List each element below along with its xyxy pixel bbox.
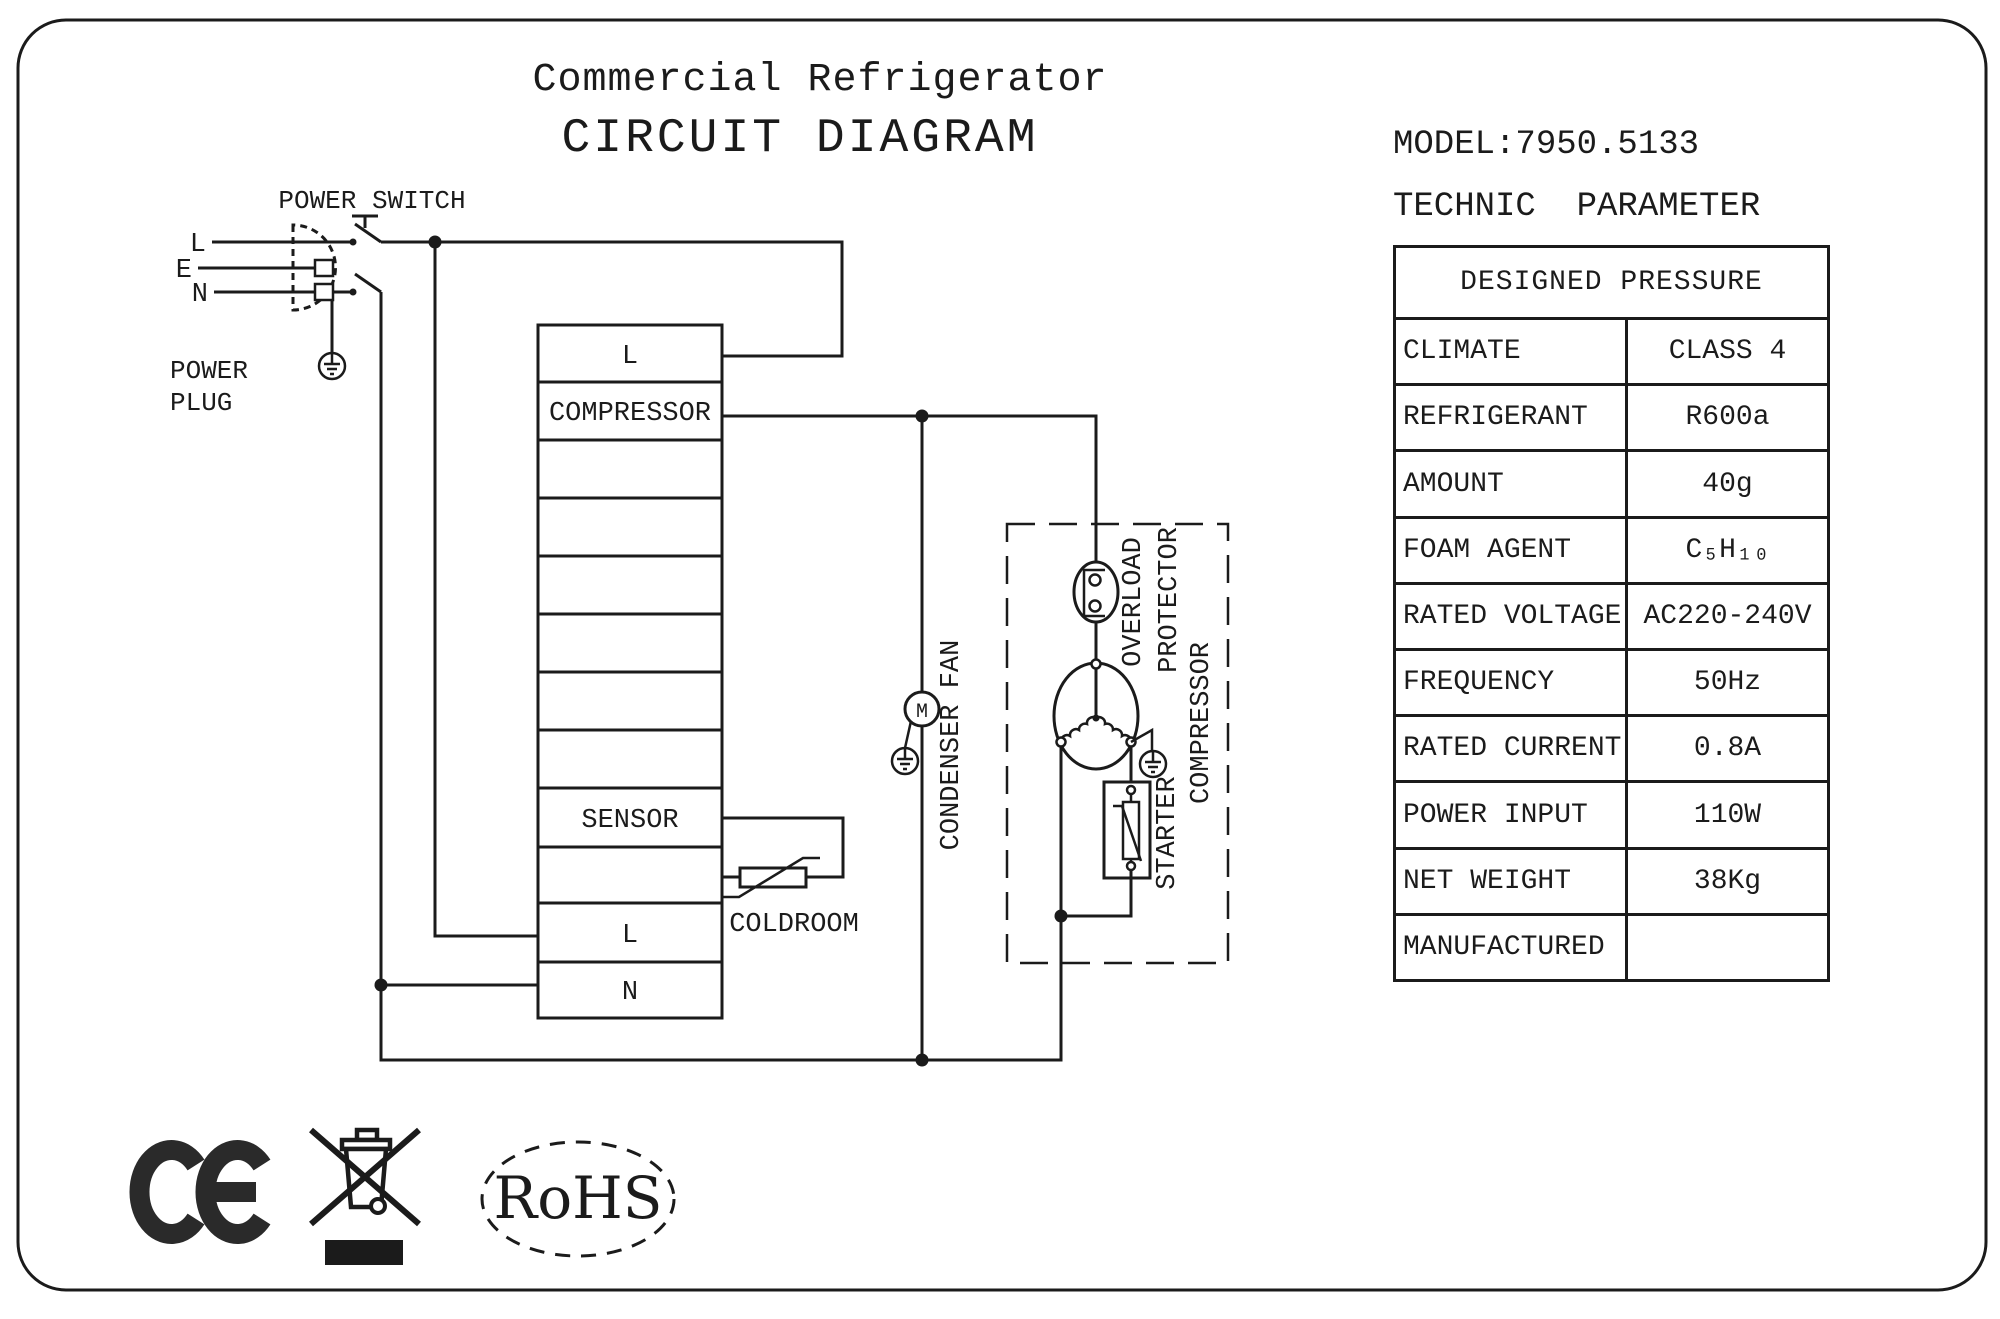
param-label: POWER INPUT xyxy=(1403,799,1588,831)
power-plug-symbol xyxy=(291,223,347,381)
earth-ground-icon xyxy=(1138,749,1168,779)
table-row: FREQUENCY 50Hz xyxy=(1396,651,1827,718)
power-plug-label-line1: POWER xyxy=(170,356,248,386)
param-value: 0.8A xyxy=(1625,717,1827,781)
terminal-row-label: N xyxy=(622,978,638,1008)
condenser-fan-symbol: M xyxy=(890,690,941,776)
condenser-fan-label: CONDENSER FAN xyxy=(937,640,967,851)
param-value: 40g xyxy=(1625,452,1827,516)
document-title: Commercial Refrigerator xyxy=(532,58,1108,103)
param-label: CLIMATE xyxy=(1403,336,1521,368)
power-plug-label-line2: PLUG xyxy=(170,388,232,418)
power-switch-symbol xyxy=(349,214,382,296)
table-row: RATED VOLTAGE AC220-240V xyxy=(1396,584,1827,652)
param-label: RATED CURRENT xyxy=(1403,733,1622,765)
terminal-row-label: SENSOR xyxy=(581,806,678,836)
param-value: 110W xyxy=(1625,783,1827,847)
earth-ground-icon xyxy=(890,746,920,776)
document-subtitle: CIRCUIT DIAGRAM xyxy=(561,112,1039,166)
table-header-designed-pressure: DESIGNED PRESSURE xyxy=(1396,248,1827,320)
param-value xyxy=(1625,915,1827,980)
starter-symbol xyxy=(1102,780,1152,880)
table-row: POWER INPUT 110W xyxy=(1396,783,1827,850)
table-row: AMOUNT 40g xyxy=(1396,452,1827,519)
param-label: RATED VOLTAGE xyxy=(1403,600,1622,632)
sheet-border xyxy=(16,18,1988,1292)
coldroom-sensor-symbol xyxy=(722,856,820,899)
compressor-label: COMPRESSOR xyxy=(1187,642,1217,804)
pin-n-label: N xyxy=(192,280,208,310)
overload-protector-label-line2: PROTECTOR xyxy=(1155,527,1185,673)
starter-label: STARTER xyxy=(1153,776,1183,889)
compressor-unit xyxy=(1005,522,1230,1060)
fan-motor-letter: M xyxy=(916,701,928,724)
model-number: MODEL:7950.5133 xyxy=(1393,126,1700,164)
param-value: 38Kg xyxy=(1625,849,1827,913)
param-label: FOAM AGENT xyxy=(1403,534,1572,566)
param-value: R600a xyxy=(1625,386,1827,450)
power-switch-label: POWER SWITCH xyxy=(278,186,465,216)
table-row: FOAM AGENT C₅H₁₀ xyxy=(1396,518,1827,585)
table-row: RATED CURRENT 0.8A xyxy=(1396,717,1827,784)
junction-dots xyxy=(374,235,1068,1067)
pin-l-label: L xyxy=(190,230,206,260)
terminal-row-label: L xyxy=(622,921,638,951)
terminal-row-label: COMPRESSOR xyxy=(549,399,711,429)
pin-e-label: E xyxy=(176,256,192,286)
table-row: MANUFACTURED xyxy=(1396,915,1827,980)
rohs-label: RoHS xyxy=(494,1164,663,1232)
param-label: MANUFACTURED xyxy=(1403,931,1605,963)
param-value: AC220-240V xyxy=(1625,584,1827,649)
coldroom-label: COLDROOM xyxy=(729,910,859,940)
param-label: AMOUNT xyxy=(1403,468,1504,500)
table-row: NET WEIGHT 38Kg xyxy=(1396,849,1827,916)
table-row: REFRIGERANT R600a xyxy=(1396,386,1827,453)
overload-protector-label-line1: OVERLOAD xyxy=(1119,537,1149,667)
rohs-mark: RoHS xyxy=(480,1140,676,1258)
param-value: CLASS 4 xyxy=(1625,320,1827,384)
param-label: REFRIGERANT xyxy=(1403,402,1588,434)
terminal-block: L COMPRESSOR SENSOR L N xyxy=(536,323,724,1020)
terminal-row-label: L xyxy=(622,342,638,372)
table-row: CLIMATE CLASS 4 xyxy=(1396,320,1827,387)
param-value: 50Hz xyxy=(1625,651,1827,715)
parameter-table: DESIGNED PRESSURE CLIMATE CLASS 4 REFRIG… xyxy=(1393,245,1830,982)
param-label: FREQUENCY xyxy=(1403,667,1555,699)
weee-bin-icon xyxy=(309,1127,421,1265)
technic-parameter-heading: TECHNIC PARAMETER xyxy=(1393,188,1761,226)
param-label: NET WEIGHT xyxy=(1403,865,1572,897)
compressor-enclosure xyxy=(1005,522,1230,965)
earth-ground-icon xyxy=(317,351,347,381)
param-value: C₅H₁₀ xyxy=(1625,518,1827,582)
ce-mark-icon xyxy=(129,1140,271,1244)
